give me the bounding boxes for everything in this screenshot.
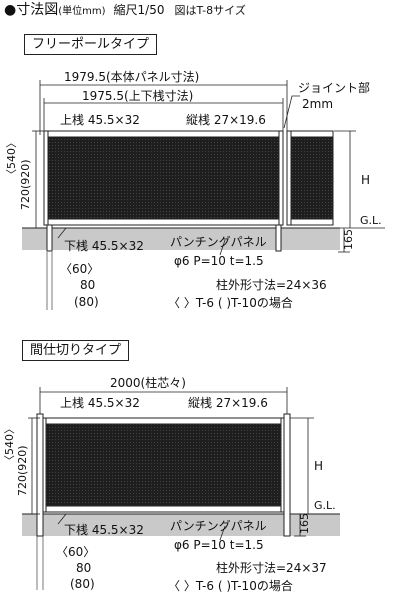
dim-60: 〈60〉	[60, 262, 100, 276]
gl-label: G.L.	[360, 214, 382, 227]
punching-spec: φ6 P=10 t=1.5	[174, 254, 264, 268]
width-body-dim: 1979.5(本体パネル寸法)	[64, 70, 200, 84]
post-right	[275, 224, 282, 252]
top-rail	[43, 130, 284, 138]
bottom-rail	[43, 218, 284, 226]
dim-80: 80	[80, 278, 96, 292]
top-rail-label-2: 上桟 45.5×32	[60, 396, 140, 410]
adjacent-panel	[288, 136, 334, 220]
punching-label: パンチングパネル	[170, 235, 267, 249]
vertical-rail-label: 縦桟 27×19.6	[186, 113, 266, 127]
punching-label-2: パンチングパネル	[170, 519, 267, 533]
height-h-label: H	[361, 173, 371, 187]
page-title: ●寸法図(単位mm) 縮尺1/50 図はT-8サイズ	[4, 3, 246, 17]
depth-dim: 165	[342, 229, 355, 250]
bottom-rail-2	[42, 505, 285, 513]
post-size-label-2: 柱外形寸法=24×37	[216, 561, 327, 575]
unit-text: (単位mm)	[58, 6, 106, 17]
free-pole-label: フリーポールタイプ	[24, 34, 158, 56]
width-center-dim: 2000(柱芯々)	[110, 376, 186, 390]
height-main-dim: 720(920)	[19, 159, 32, 210]
width-rails-dim: 1975.5(上下桟寸法)	[82, 89, 194, 103]
scale-text: 縮尺1/50	[113, 3, 165, 17]
punching-spec-2: φ6 P=10 t=1.5	[174, 538, 264, 552]
joint-label: ジョイント部	[298, 81, 371, 95]
dim-60-2: 〈60〉	[56, 545, 96, 559]
bottom-rail-label-2: 下桟 45.5×32	[64, 523, 144, 537]
partition-label: 間仕切りタイプ	[22, 340, 130, 362]
height-main-dim-2: 720(920)	[16, 445, 29, 496]
joint-value: 2mm	[302, 97, 334, 111]
partition-diagram	[22, 387, 340, 590]
dim-80p-2: (80)	[70, 577, 95, 591]
top-rail-2	[42, 417, 285, 425]
case-note: 〈 〉T-6 ( )T-10の場合	[168, 296, 293, 310]
post-right-2	[283, 413, 291, 537]
dim-80-2: 80	[76, 561, 92, 575]
bottom-rail-label: 下桟 45.5×32	[64, 239, 144, 253]
height-alt-dim: 〈540〉	[5, 137, 18, 180]
size-note: 図はT-8サイズ	[174, 4, 246, 17]
ground-band-2	[22, 514, 340, 536]
height-alt-dim-2: 〈540〉	[3, 423, 16, 466]
depth-dim-2: 165	[298, 513, 311, 534]
post-size-label: 柱外形寸法=24×36	[216, 278, 327, 292]
vertical-rail-label-2: 縦桟 27×19.6	[188, 396, 268, 410]
top-rail-label: 上桟 45.5×32	[60, 113, 140, 127]
height-h-label-2: H	[314, 459, 324, 473]
punching-panel	[47, 136, 280, 220]
dim-80p: (80)	[74, 295, 99, 309]
gl-label-2: G.L.	[314, 499, 336, 512]
ground-band	[22, 228, 340, 250]
post-left	[46, 224, 53, 252]
title-text: ●寸法図	[4, 2, 59, 18]
post-left-2	[36, 413, 44, 537]
case-note-2: 〈 〉T-6 ( )T-10の場合	[168, 579, 293, 593]
punching-panel-2	[45, 423, 282, 507]
free-pole-diagram	[22, 80, 385, 310]
